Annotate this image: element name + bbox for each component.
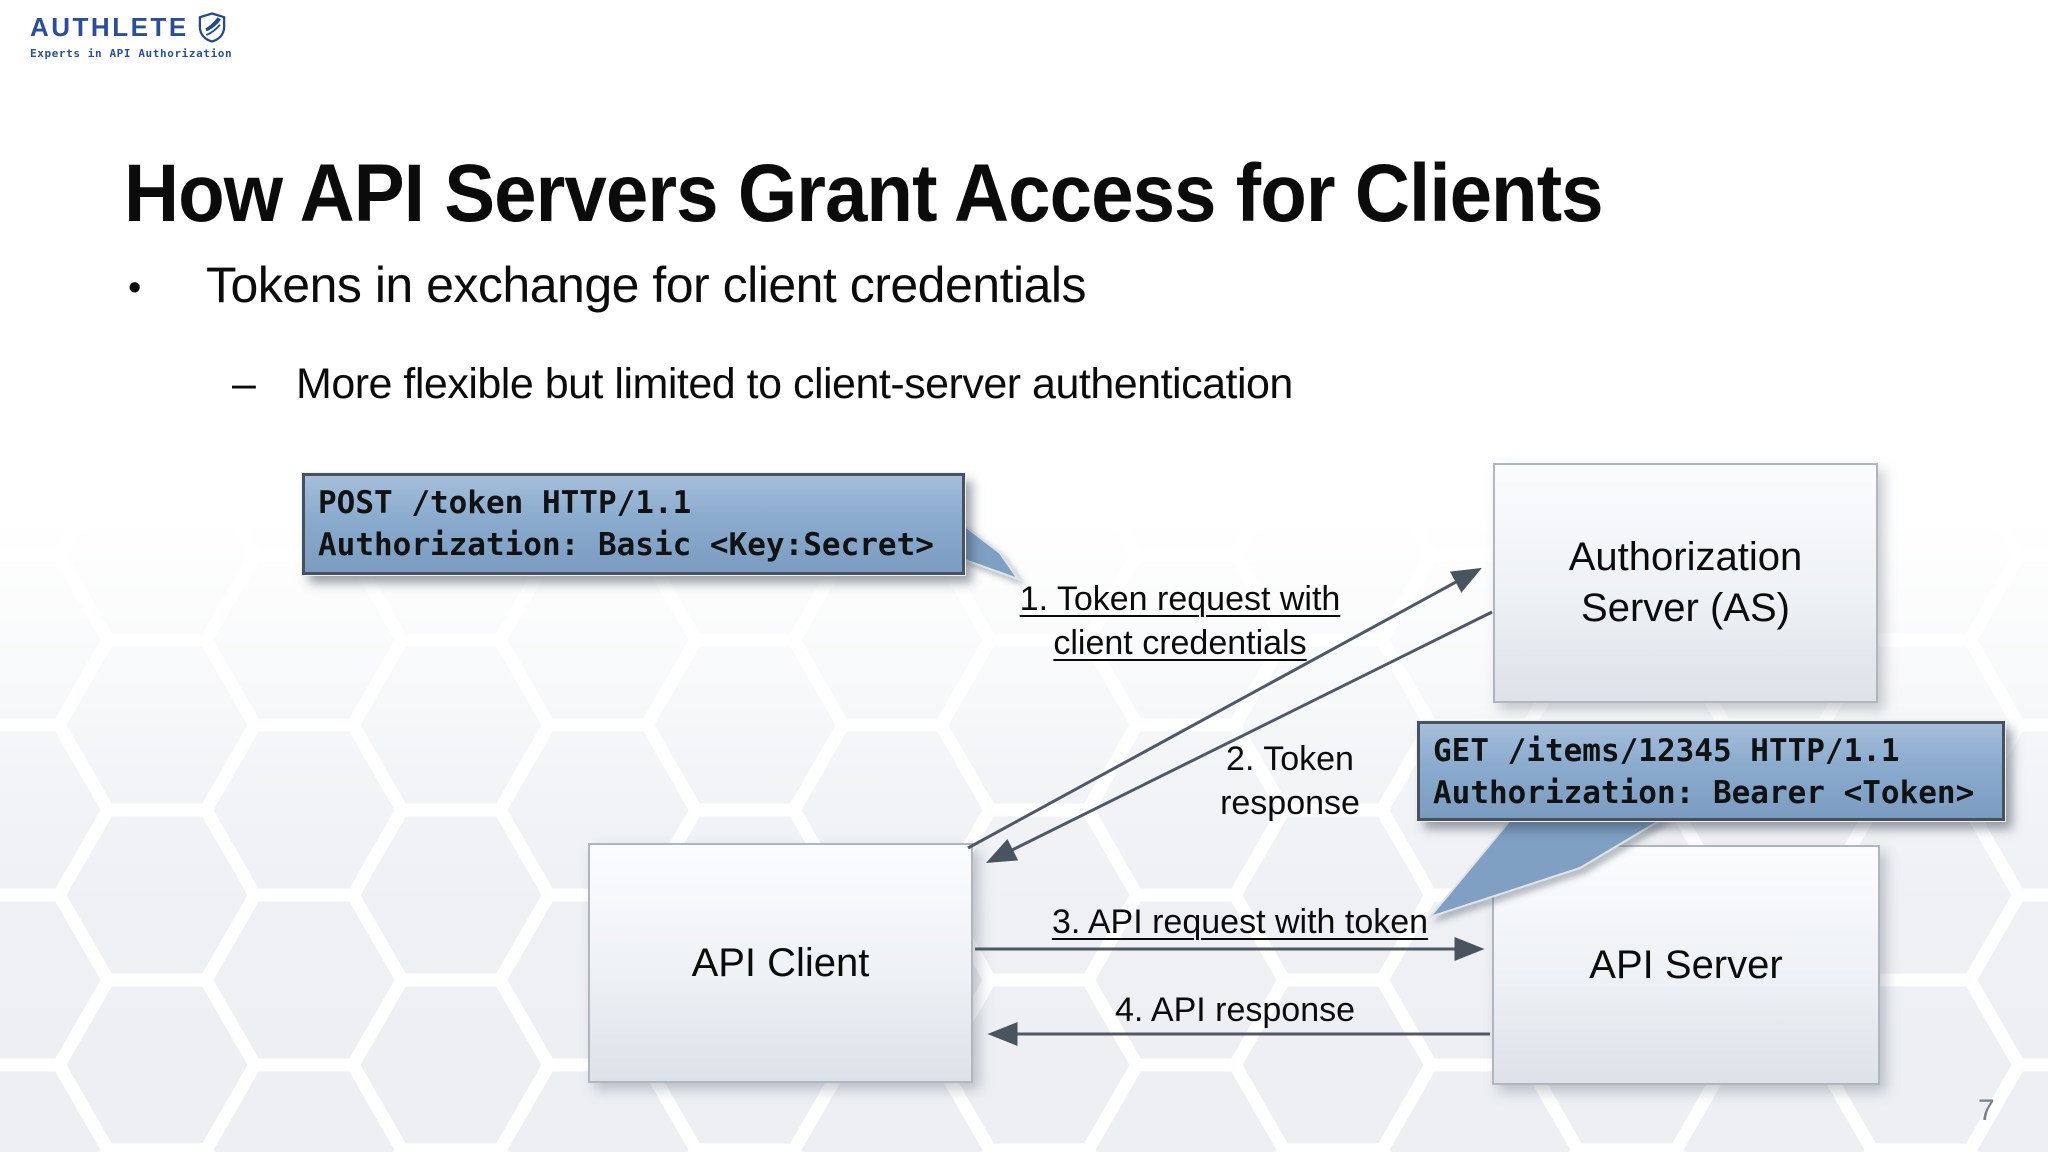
page-title: How API Servers Grant Access for Clients <box>124 147 1604 239</box>
authlete-shield-icon <box>198 12 225 43</box>
sub-bullet-item-flexible: – More flexible but limited to client-se… <box>232 360 1293 409</box>
get-items-callout: GET /items/12345 HTTP/1.1 Authorization:… <box>1417 721 2005 821</box>
post-token-callout: POST /token HTTP/1.1 Authorization: Basi… <box>302 473 965 575</box>
code-line: POST /token HTTP/1.1 <box>318 485 692 521</box>
flow-label-token-response: 2. Token response <box>1220 740 1360 822</box>
node-authorization-server: Authorization Server (AS) <box>1493 463 1878 703</box>
flow-label-api-request: 3. API request with token <box>1051 903 1429 941</box>
code-line: Authorization: Bearer <Token> <box>1433 775 1975 811</box>
flow-label-api-response: 4. API response <box>1114 991 1356 1029</box>
sub-bullet-marker: – <box>232 360 256 408</box>
flow-label-token-request: 1. Token request with client credentials <box>1019 580 1341 662</box>
post-callout-tail <box>961 521 1021 581</box>
bullet-text: Tokens in exchange for client credential… <box>206 257 1087 313</box>
page-number: 7 <box>1978 1094 1995 1127</box>
authlete-logo-tagline: Experts in API Authorization <box>30 47 233 60</box>
node-api-server-label: API Server <box>1589 942 1783 987</box>
code-line: Authorization: Basic <Key:Secret> <box>318 527 934 563</box>
node-api-server: API Server <box>1492 845 1880 1085</box>
node-api-client-label: API Client <box>691 940 870 985</box>
node-api-client: API Client <box>588 843 973 1083</box>
authlete-logo: AUTHLETE Experts in API Authorization <box>30 12 232 60</box>
authlete-logo-text: AUTHLETE <box>30 12 189 42</box>
sub-bullet-text: More flexible but limited to client-serv… <box>296 360 1293 408</box>
code-line: GET /items/12345 HTTP/1.1 <box>1433 733 1900 769</box>
bullet-item-tokens: • Tokens in exchange for client credenti… <box>128 256 1087 320</box>
node-authorization-server-label: Authorization Server (AS) <box>1568 535 1803 630</box>
bullet-marker: • <box>128 267 141 309</box>
